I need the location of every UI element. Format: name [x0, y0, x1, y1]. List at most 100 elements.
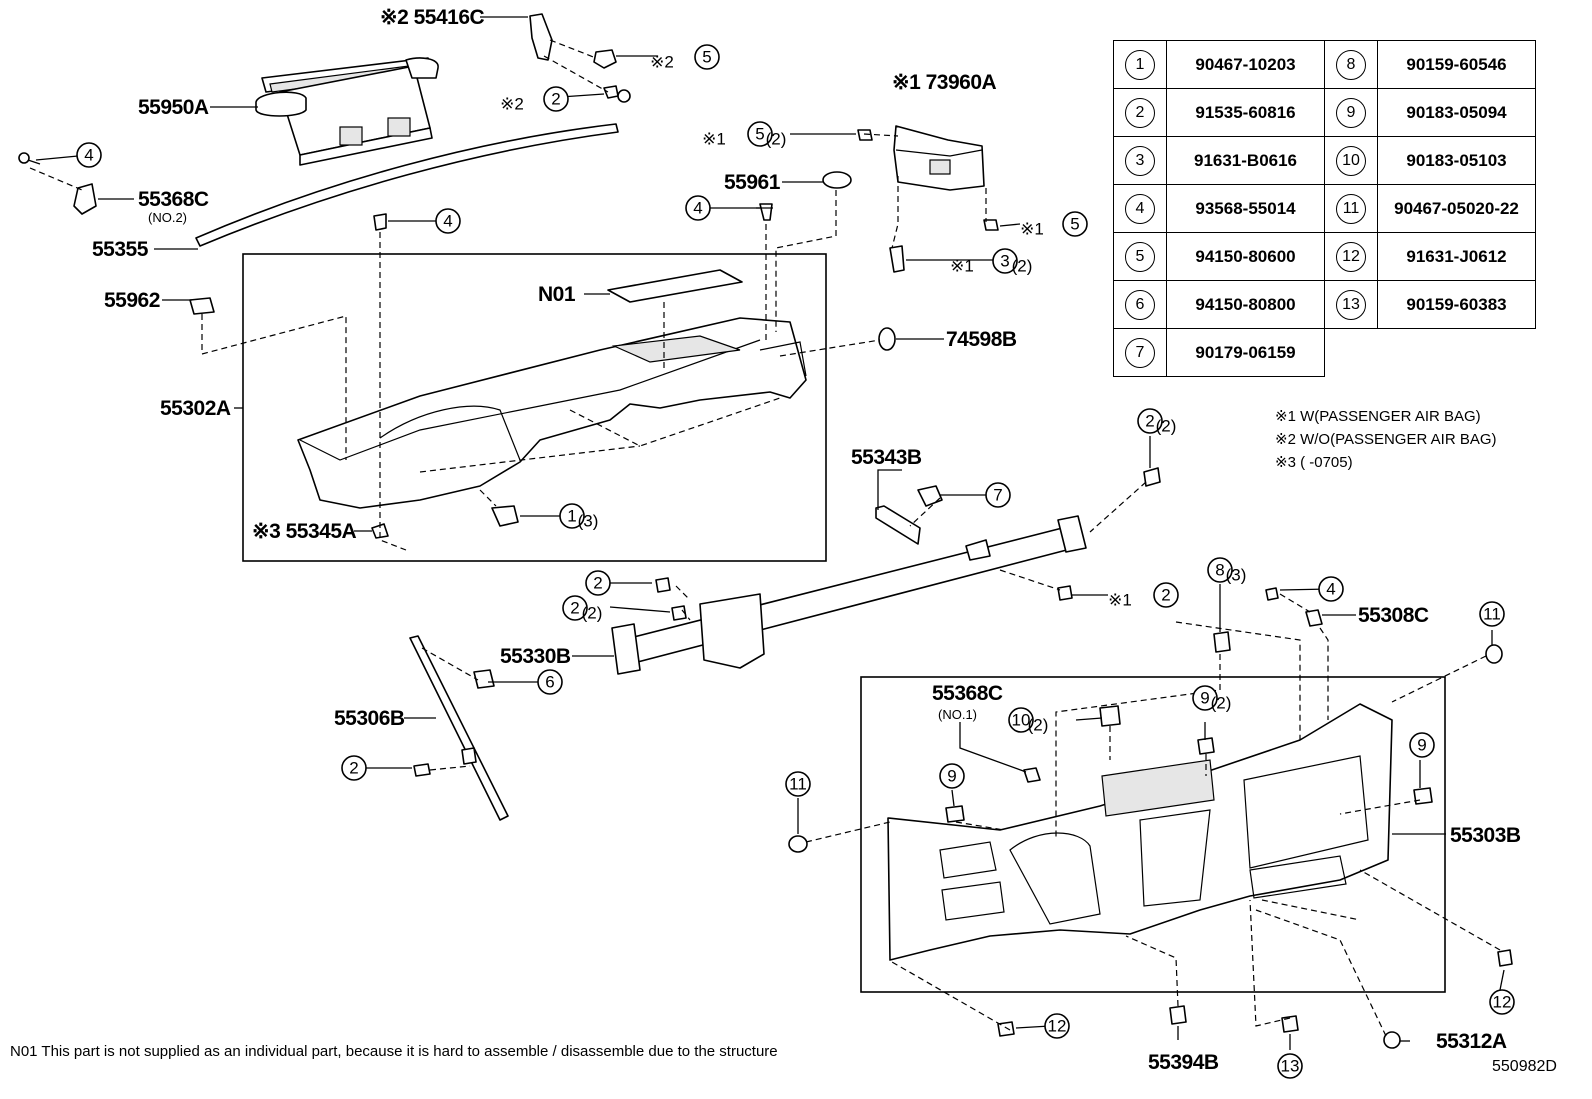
label-55416c: ※2 55416C — [380, 6, 485, 29]
svg-text:8: 8 — [1215, 561, 1224, 580]
label-55961: 55961 — [724, 171, 781, 194]
parts-table-callout-cell: 7 — [1113, 328, 1167, 377]
mark-2-b: ※2 — [500, 95, 524, 114]
label-55303b: 55303B — [1450, 824, 1521, 847]
clip-90183-a — [1099, 705, 1121, 727]
nut-lower-73960 — [983, 219, 999, 231]
parts-table-part-number: 93568-55014 — [1166, 184, 1325, 233]
callout-number: 1 — [1125, 49, 1155, 80]
parts-table-callout-cell: 11 — [1324, 184, 1378, 233]
parts-table-part-number: 90183-05094 — [1377, 88, 1536, 137]
callout-number: 8 — [1336, 49, 1366, 80]
brace-55306b — [409, 635, 509, 821]
parts-table-callout-cell: 6 — [1113, 280, 1167, 329]
qty-3-a: (3) — [578, 512, 599, 531]
svg-text:12: 12 — [1493, 993, 1512, 1012]
svg-text:10: 10 — [1012, 711, 1031, 730]
clip-90183-b — [1197, 737, 1215, 755]
parts-table-callout-cell: 3 — [1113, 136, 1167, 185]
parts-table-part-number: 91631-J0612 — [1377, 232, 1536, 281]
callout-6: 6 — [537, 669, 563, 695]
mark-2-a: ※2 — [650, 53, 674, 72]
qty-2-c: (2) — [1156, 417, 1177, 436]
callout-4-55961: 4 — [685, 195, 711, 221]
callout-number: 9 — [1336, 97, 1366, 128]
qty-3-b: (3) — [1226, 566, 1247, 585]
label-55355: 55355 — [92, 238, 149, 261]
assembly-dashed-lines — [29, 39, 1501, 1037]
screw-left — [18, 152, 41, 165]
parts-table-callout-cell: 8 — [1324, 40, 1378, 89]
callout-1: 1 — [559, 503, 585, 529]
svg-text:5: 5 — [1070, 215, 1079, 234]
nut-upper-73960 — [857, 129, 873, 141]
svg-text:5: 5 — [755, 125, 764, 144]
label-55368c-no1: 55368C — [932, 682, 1003, 705]
svg-text:4: 4 — [443, 212, 452, 231]
reinforcement-55330b — [611, 515, 1087, 675]
callout-number: 3 — [1125, 145, 1155, 176]
dashboard-strip-55355 — [195, 123, 619, 247]
cap-74598b — [878, 327, 896, 351]
callout-5-right: 5 — [1062, 211, 1088, 237]
callout-number: 11 — [1336, 193, 1366, 224]
mark-1-b: ※1 — [1020, 220, 1044, 239]
svg-text:6: 6 — [545, 673, 554, 692]
bolt-center-mark1 — [1057, 585, 1073, 601]
label-55330b: 55330B — [500, 645, 571, 668]
parts-table-callout-cell: 1 — [1113, 40, 1167, 89]
callout-2-left: 2 — [341, 755, 367, 781]
label-55368c-no2-sub: (NO.2) — [148, 210, 187, 225]
clip-55962 — [189, 297, 215, 315]
svg-text:2: 2 — [570, 599, 579, 618]
callout-12-left: 12 — [1044, 1013, 1070, 1039]
screw-panel-top — [373, 213, 387, 231]
glove-box-part-73960a — [893, 125, 985, 191]
clip-90467 — [491, 505, 519, 527]
label-55368c-no2: 55368C — [138, 188, 209, 211]
callout-5-airbag: 5 — [747, 121, 773, 147]
screw-11-right — [1485, 644, 1503, 664]
screw-55312a — [1383, 1031, 1401, 1049]
footnote: N01 This part is not supplied as an indi… — [10, 1043, 778, 1060]
screw-4-lower — [1265, 587, 1279, 601]
svg-text:1: 1 — [567, 507, 576, 526]
bolt-73960 — [889, 245, 905, 273]
bolt-55330b-a — [655, 577, 671, 593]
parts-table-part-number: 91631-B0616 — [1166, 136, 1325, 185]
svg-text:2: 2 — [1145, 412, 1154, 431]
callout-2-b: 2 — [562, 595, 588, 621]
callout-number: 5 — [1125, 241, 1155, 272]
label-55343b: 55343B — [851, 446, 922, 469]
defroster-nozzle-part — [255, 57, 439, 166]
qty-2-f: (2) — [1211, 694, 1232, 713]
callout-9-left: 9 — [939, 763, 965, 789]
bolt-8 — [1213, 631, 1231, 653]
callout-5-top: 5 — [694, 44, 720, 70]
callout-2-center: 2 — [1153, 582, 1179, 608]
parts-table-callout-cell: 4 — [1113, 184, 1167, 233]
callout-13: 13 — [1277, 1053, 1303, 1079]
parts-table-callout-cell: 12 — [1324, 232, 1378, 281]
leader-lines — [35, 16, 1505, 1050]
svg-text:2: 2 — [349, 759, 358, 778]
callout-10: 10 — [1008, 707, 1034, 733]
bolt-12-left — [997, 1021, 1015, 1037]
callout-11-right: 11 — [1479, 601, 1505, 627]
label-55950a: 55950A — [138, 96, 209, 119]
callout-number: 10 — [1336, 145, 1366, 176]
svg-text:7: 7 — [993, 486, 1002, 505]
parts-table-callout-cell: 5 — [1113, 232, 1167, 281]
label-55312a: 55312A — [1436, 1030, 1507, 1053]
screw-11-left — [788, 835, 808, 853]
callout-2-a: 2 — [585, 570, 611, 596]
label-n01: N01 — [538, 283, 576, 306]
clip-9-right — [1413, 787, 1433, 805]
svg-text:2: 2 — [1161, 586, 1170, 605]
